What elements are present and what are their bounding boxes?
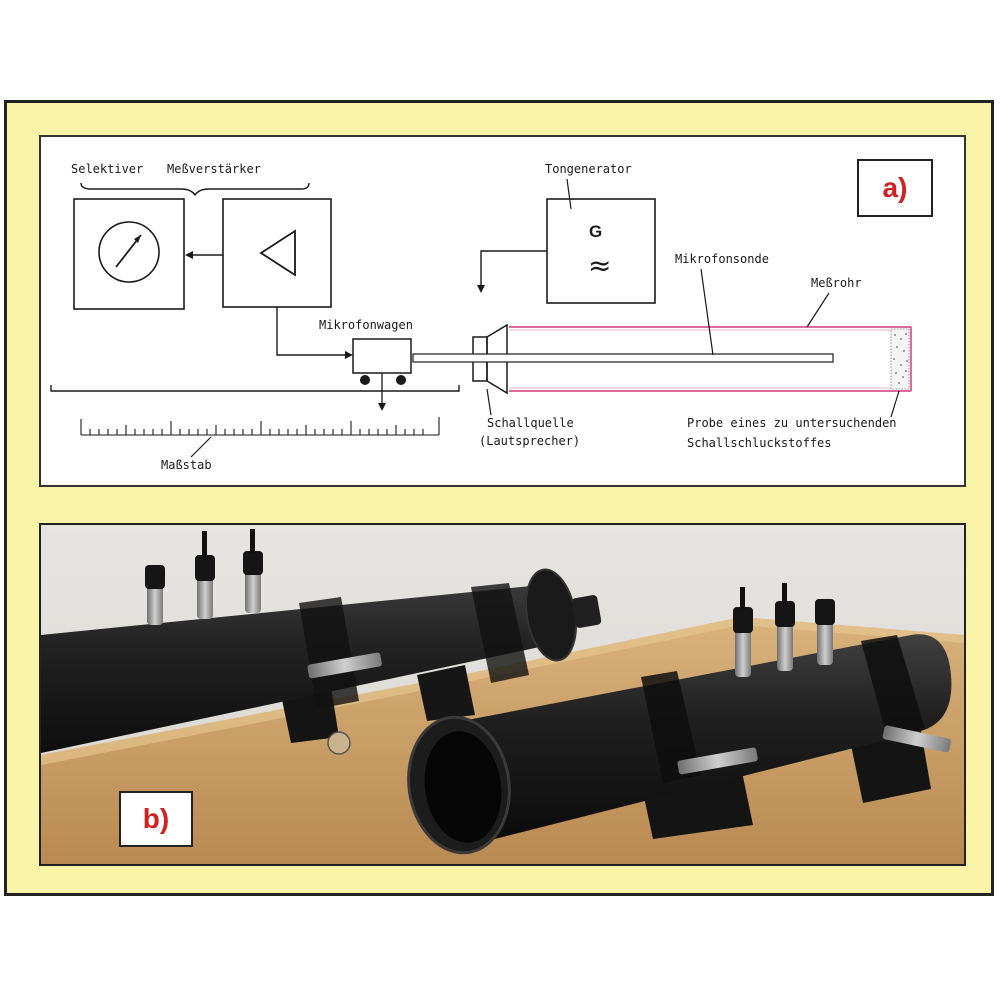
arrow-head <box>185 251 193 259</box>
generator-wave-icon: ≈ <box>588 249 611 282</box>
probe-cap <box>775 601 795 627</box>
scale-ruler <box>80 417 440 436</box>
panel-label-b: b) <box>119 791 193 847</box>
arrow-head <box>345 351 353 359</box>
probe-pin <box>782 583 787 603</box>
clamp-band <box>641 671 701 783</box>
brace <box>80 182 310 197</box>
label-probe-line1: Probe eines zu untersuchenden <box>687 416 897 430</box>
mikrofonsonde-leader <box>700 268 714 356</box>
front-tube <box>407 583 952 855</box>
label-schallquelle: Schallquelle <box>487 416 574 430</box>
carriage-wire <box>276 307 297 356</box>
probe-cap <box>145 565 165 589</box>
clamp-band <box>471 583 529 683</box>
probe-cap <box>195 555 215 581</box>
table-edge <box>41 617 964 765</box>
sample-dots <box>893 333 908 384</box>
clamp-band <box>299 597 359 709</box>
label-messrohr: Meßrohr <box>811 276 862 290</box>
adjust-knob-icon <box>327 731 351 755</box>
microphone-probe-rod <box>412 353 834 363</box>
photo-panel: b) <box>39 523 966 866</box>
generator-symbol: G <box>589 222 602 241</box>
generator-wire <box>480 250 547 285</box>
probe-pin <box>250 529 255 553</box>
amplifier-box <box>222 198 332 308</box>
massstab-leader <box>190 436 212 458</box>
figure-frame: Selektiver Meßverstärker Tongenerator G … <box>4 100 994 896</box>
messrohr-leader <box>806 292 830 328</box>
arrow-head <box>378 403 386 411</box>
probe-pin <box>740 587 745 609</box>
clamp-band <box>861 635 925 737</box>
microphone-carriage <box>352 338 412 374</box>
arrow-head <box>477 285 485 293</box>
schematic-panel: Selektiver Meßverstärker Tongenerator G … <box>39 135 966 487</box>
label-lautsprecher: (Lautsprecher) <box>479 434 580 448</box>
meter-dial-icon <box>98 221 160 283</box>
probe-leader <box>890 390 900 418</box>
clamp-latch <box>307 652 382 679</box>
probe-cap <box>733 607 753 633</box>
rear-tube <box>41 529 602 755</box>
rail <box>50 385 460 392</box>
amplifier-triangle-icon <box>259 229 296 277</box>
rear-stand <box>417 665 475 721</box>
speaker-cone-icon <box>486 323 508 395</box>
photo-illustration <box>41 525 964 864</box>
probe-cap <box>815 599 835 625</box>
clamp-latch <box>882 725 951 753</box>
probe-pin <box>202 531 207 557</box>
meter-box <box>73 198 185 310</box>
label-mikrofonsonde: Mikrofonsonde <box>675 252 769 266</box>
label-selektiver: Selektiver <box>71 162 143 176</box>
front-stand <box>851 731 931 803</box>
tongenerator-leader <box>566 178 572 210</box>
front-tube-body <box>441 634 952 845</box>
carriage-wheel-icon <box>360 375 370 385</box>
label-messverstaerker: Meßverstärker <box>167 162 261 176</box>
absorber-sample <box>890 328 910 390</box>
label-mikrofonwagen: Mikrofonwagen <box>319 318 413 332</box>
rear-tube-body <box>41 584 570 753</box>
needle-tip <box>134 235 141 243</box>
schallquelle-leader <box>486 388 492 416</box>
clamp-latch <box>677 747 758 775</box>
carriage-wheel-icon <box>396 375 406 385</box>
label-massstab: Maßstab <box>161 458 212 472</box>
panel-label-a: a) <box>857 159 933 217</box>
rear-tube-connector <box>571 595 602 628</box>
label-probe-line2: Schallschluckstoffes <box>687 436 832 450</box>
probe-cap <box>243 551 263 575</box>
schematic-diagram: Selektiver Meßverstärker Tongenerator G … <box>50 162 912 472</box>
front-tube-bore <box>424 731 502 843</box>
label-tongenerator: Tongenerator <box>545 162 632 176</box>
